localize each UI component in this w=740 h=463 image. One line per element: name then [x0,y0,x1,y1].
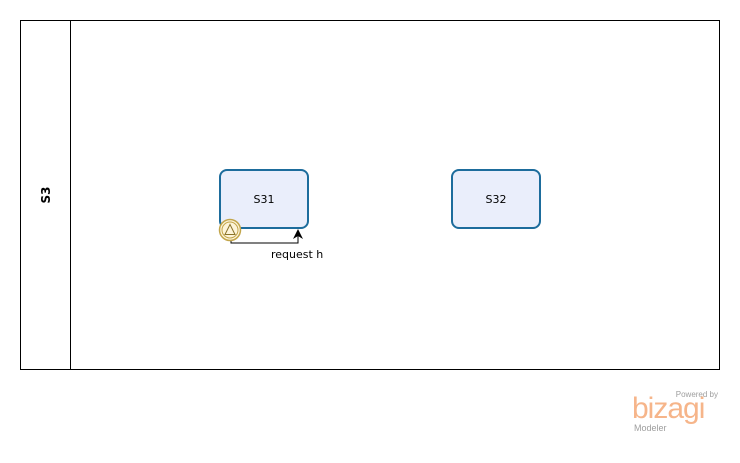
flow-label: request h [271,248,324,261]
bizagi-logo: Powered by bizagi Modeler [630,390,722,435]
task-s32-label: S32 [485,192,507,206]
pool[interactable]: S3 [20,20,720,370]
brand-name: bizagi [632,392,705,425]
brand-product: Modeler [634,423,667,433]
lane-header[interactable]: S3 [21,21,71,369]
task-s31[interactable]: S31 [219,169,309,229]
task-s32[interactable]: S32 [451,169,541,229]
brand-powered-by: Powered by [675,390,718,399]
task-s31-label: S31 [253,192,275,206]
lane-title: S3 [38,186,53,204]
